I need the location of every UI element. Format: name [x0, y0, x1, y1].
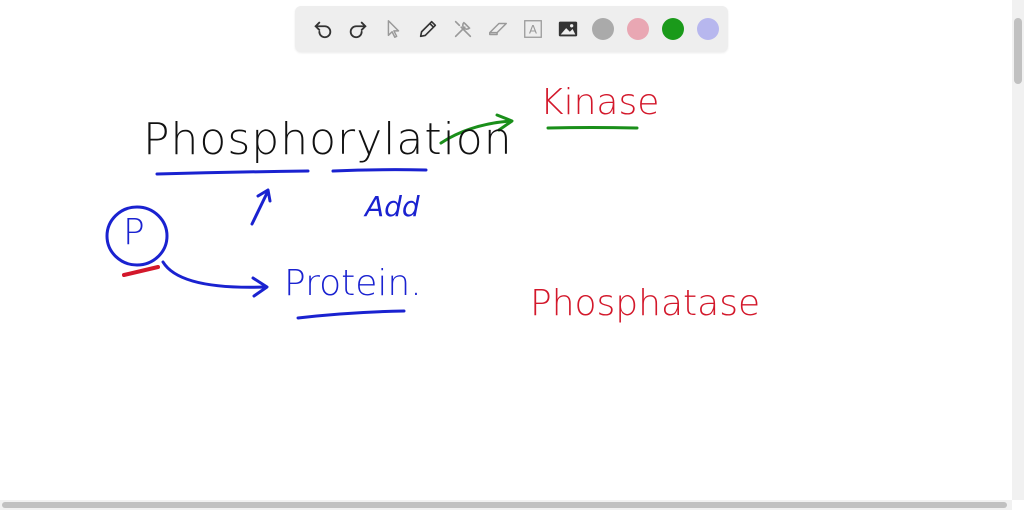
vertical-scrollbar[interactable] — [1012, 0, 1024, 500]
svg-text:A: A — [528, 23, 537, 37]
word-phosphatase: Phosphatase — [530, 283, 761, 324]
text-icon: A — [523, 20, 542, 38]
color-swatch-lavender — [696, 18, 719, 40]
color-green[interactable] — [655, 12, 690, 47]
pointer-button[interactable] — [375, 12, 410, 47]
p-circle — [105, 205, 169, 267]
green-arrow — [439, 119, 513, 145]
green-arrowhead — [495, 113, 514, 132]
blue-up-arrowhead — [256, 188, 272, 203]
underline-ylation — [331, 168, 428, 173]
blue-curved-arrowhead — [251, 276, 269, 298]
red-negative-mark — [122, 265, 160, 277]
underline-protein — [296, 309, 406, 320]
pointer-icon — [387, 20, 399, 38]
color-lavender[interactable] — [690, 12, 725, 47]
undo-button[interactable] — [305, 12, 340, 47]
word-kinase: Kinase — [540, 82, 660, 123]
eraser-button[interactable] — [480, 12, 515, 47]
color-swatch-pink — [626, 18, 649, 40]
blue-up-arrow — [250, 189, 270, 226]
tools-icon — [454, 20, 471, 38]
redo-button[interactable] — [340, 12, 375, 47]
eraser-icon — [488, 22, 507, 36]
word-phosphorylation: Phosphorylation — [143, 114, 513, 165]
redo-icon — [349, 21, 367, 39]
pen-icon — [419, 20, 436, 38]
drawing-toolbar: A — [295, 6, 728, 52]
color-gray[interactable] — [585, 12, 620, 47]
image-icon — [558, 21, 577, 37]
underline-phosphor — [155, 169, 310, 176]
color-swatch-gray — [591, 18, 614, 40]
horizontal-scrollbar[interactable] — [0, 500, 1012, 510]
color-swatch-green — [661, 18, 684, 40]
pen-button[interactable] — [410, 12, 445, 47]
tools-button[interactable] — [445, 12, 480, 47]
color-pink[interactable] — [620, 12, 655, 47]
word-add: Add — [365, 190, 420, 223]
blue-curved-arrow — [161, 260, 268, 289]
undo-icon — [313, 21, 331, 39]
vertical-scroll-thumb[interactable] — [1014, 18, 1022, 84]
text-button[interactable]: A — [515, 12, 550, 47]
word-protein: Protein. — [284, 263, 422, 304]
letter-p: P — [123, 212, 145, 253]
underline-kinase — [546, 126, 639, 130]
horizontal-scroll-thumb[interactable] — [2, 502, 1007, 508]
image-button[interactable] — [550, 12, 585, 47]
